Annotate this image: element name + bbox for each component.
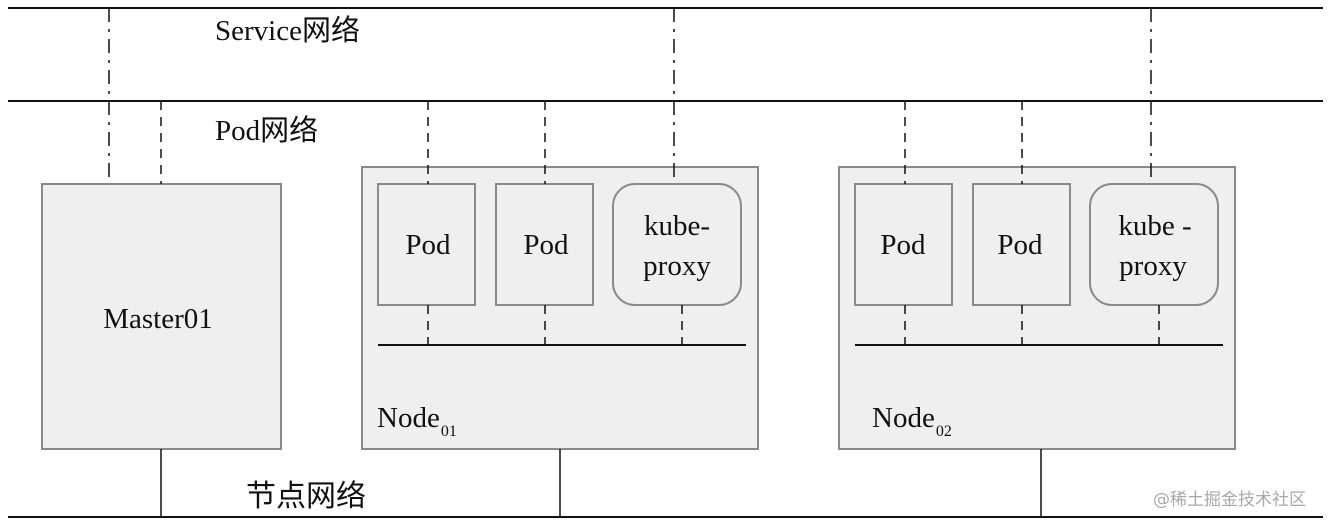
node01-pod-2-label: Pod	[523, 229, 569, 261]
node02-label: Node02	[872, 402, 952, 440]
node01-pod-1-box	[377, 183, 476, 306]
node01-subscript: 01	[440, 423, 457, 440]
service-network-label: Service网络	[215, 15, 360, 47]
node01-kube-proxy-label-line1: kube-	[643, 210, 711, 242]
node01-pod-1-label: Pod	[405, 229, 451, 261]
node01-kube-proxy-label-line2: proxy	[643, 250, 711, 282]
node02-pod-1-label: Pod	[880, 229, 926, 261]
node02-name: Node	[872, 402, 935, 434]
node02-kube-proxy-box	[1089, 183, 1219, 306]
node01-name: Node	[377, 402, 440, 434]
master-box	[41, 183, 282, 450]
master-label: Master01	[103, 303, 213, 335]
node02-kube-proxy-label-line2: proxy	[1119, 250, 1187, 282]
pod-network-label: Pod网络	[215, 115, 319, 147]
node02-pod-2-box	[972, 183, 1071, 306]
node02-subscript: 02	[935, 423, 952, 440]
node02-pod-1-box	[854, 183, 953, 306]
node02-kube-proxy-label-line1: kube -	[1118, 210, 1192, 242]
node02-pod-2-label: Pod	[997, 229, 1043, 261]
node01-label: Node01	[377, 402, 457, 440]
watermark: @稀土掘金技术社区	[1153, 490, 1306, 510]
node01-kube-proxy-box	[612, 183, 742, 306]
node-network-label: 节点网络	[246, 480, 366, 513]
